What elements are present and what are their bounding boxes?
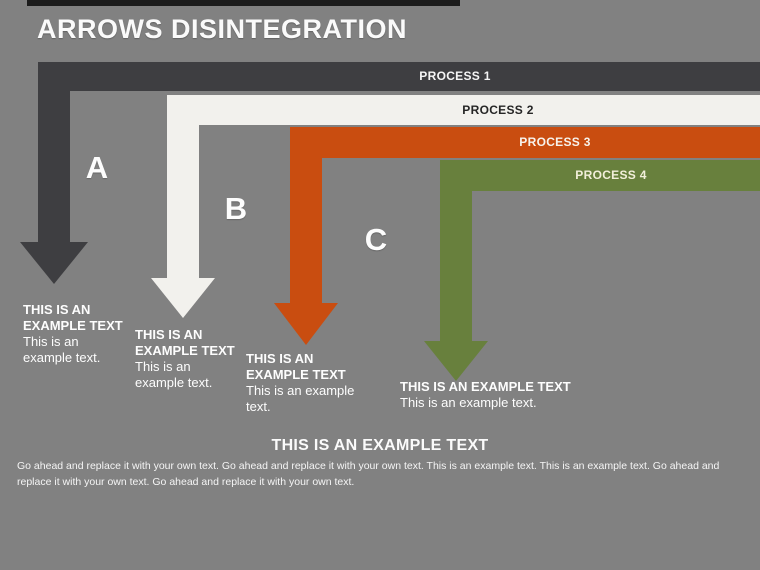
example-text-regular: This is an example text. [23,334,101,365]
process-3-shaft [290,127,322,303]
process-1-label: PROCESS 1 [419,69,491,83]
process-3-letter: C [364,222,388,257]
example-text-block-1: THIS IS AN EXAMPLE TEXT This is an examp… [23,302,123,366]
process-1-shaft [38,62,70,242]
footer-heading: THIS IS AN EXAMPLE TEXT [271,437,489,454]
process-4-label: PROCESS 4 [575,168,647,182]
process-3-arrowhead-icon [274,303,338,345]
example-text-bold: THIS IS AN EXAMPLE TEXT [400,379,571,394]
process-3-bar [290,127,760,158]
process-1-letter: A [85,150,109,185]
process-2-label: PROCESS 2 [462,103,534,117]
example-text-bold: THIS IS AN EXAMPLE TEXT [23,302,123,333]
process-1-bar [38,62,760,91]
process-4-arrowhead-icon [424,341,488,381]
example-text-block-2: THIS IS AN EXAMPLE TEXT This is an examp… [135,327,235,391]
page-title: ARROWS DISINTEGRATION [37,14,407,44]
example-text-regular: This is an example text. [246,383,355,414]
example-text-regular: This is an example text. [135,359,213,390]
process-2-bar [167,95,760,125]
process-2-arrowhead-icon [151,278,215,318]
process-4-bar [440,160,760,191]
footer-paragraph: Go ahead and replace it with your own te… [17,460,720,488]
example-text-block-3: THIS IS AN EXAMPLE TEXT This is an examp… [246,351,374,415]
example-text-regular: This is an example text. [400,395,537,410]
process-2-shaft [167,95,199,278]
example-text-bold: THIS IS AN EXAMPLE TEXT [135,327,235,358]
process-4-shaft [440,160,472,341]
example-text-bold: THIS IS AN EXAMPLE TEXT [246,351,346,382]
process-3-label: PROCESS 3 [519,135,591,149]
process-1-arrowhead-icon [20,242,88,284]
process-2-letter: B [224,191,248,226]
example-text-block-4: THIS IS AN EXAMPLE TEXT This is an examp… [400,379,615,411]
top-accent-bar [27,0,460,6]
